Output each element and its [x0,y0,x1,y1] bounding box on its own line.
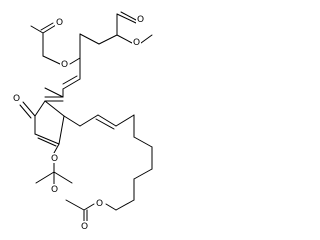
chemical-structure-diagram: O O O O O O O O O [12,11,153,232]
bond [34,133,60,145]
bond [44,100,65,117]
atom-label-o: O [96,199,103,209]
acetate-group-ring [35,143,73,185]
atom-label-o: O [133,38,140,48]
acetate-group-terminal [65,199,117,222]
bond [115,114,135,127]
upper-chain [44,33,100,102]
bond [105,203,117,211]
bond [37,137,57,147]
bond [140,34,153,44]
bond [63,115,81,127]
bond [120,11,137,21]
bond [133,136,153,148]
bond [19,104,32,119]
acetate-group-upper [30,22,61,65]
bond [22,101,36,117]
bond [34,100,46,117]
bond [115,199,135,211]
bond [116,34,133,44]
bond [79,33,100,45]
bond [116,13,137,24]
bond [98,34,118,45]
bond [97,114,117,127]
bond [62,78,81,90]
bond [35,171,55,184]
bond [79,114,99,127]
bond [30,25,44,34]
atom-label-o: O [81,222,88,232]
bond [40,22,54,31]
bond [44,87,64,98]
atom-label-o: O [51,154,58,164]
atom-labels: O O O O O O O O O [12,14,145,232]
bond [53,143,60,154]
bond [62,75,78,85]
atom-label-o: O [51,185,58,195]
bond [42,24,57,34]
atom-label-o: O [56,18,63,28]
bond [69,57,81,65]
bond [53,171,73,184]
bond [58,115,65,145]
cyclopentenone-ring [19,100,65,147]
bond [83,203,95,211]
bond [95,118,115,130]
atom-label-o: O [13,94,20,104]
methyl-ester-group [98,11,153,45]
bond [65,199,85,211]
bond [133,168,153,180]
atom-label-o: O [61,60,68,70]
bond [42,55,61,65]
atom-label-o: O [137,15,144,25]
lower-chain [63,114,153,211]
